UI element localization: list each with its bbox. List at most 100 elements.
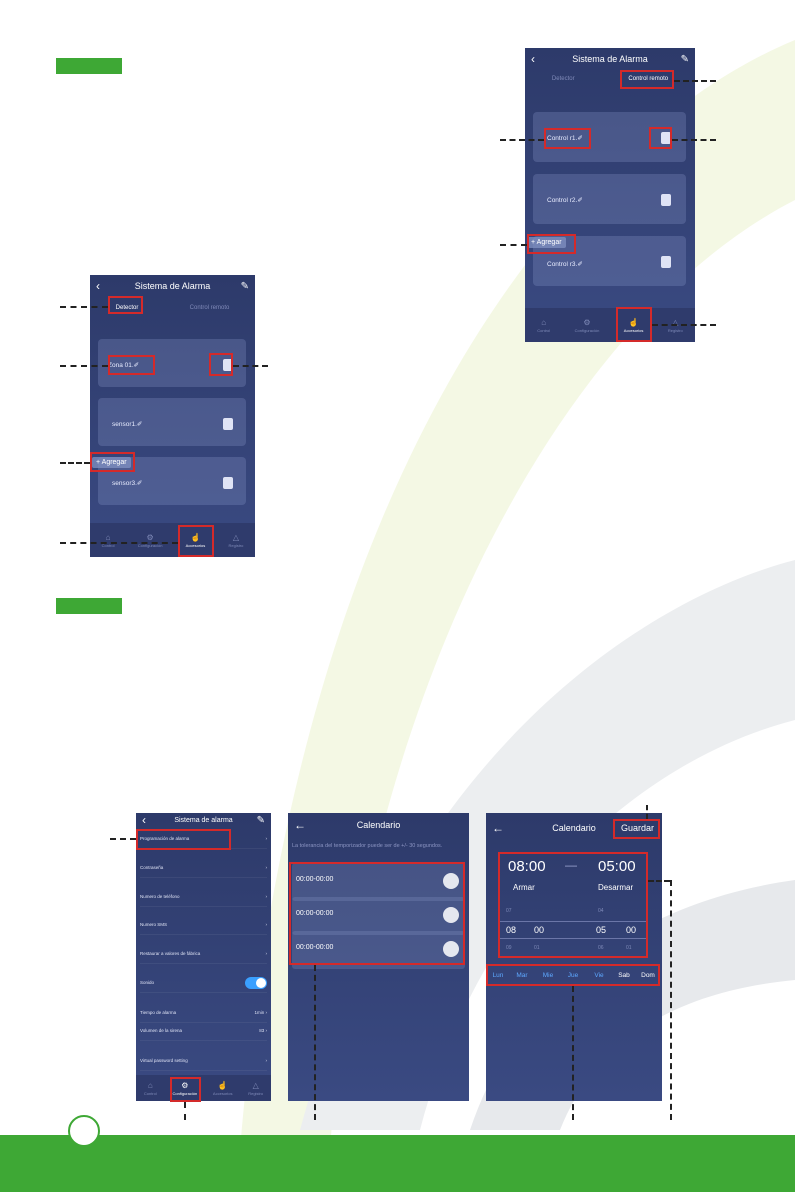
day-toggle[interactable]: Mie	[542, 972, 554, 979]
edit-icon[interactable]: ✎	[256, 814, 265, 826]
back-icon[interactable]: ‹	[96, 279, 100, 293]
nav-accessories[interactable]: ☝Accesorios	[623, 317, 644, 333]
item-label: Control r1.✐	[547, 135, 583, 142]
edit-icon[interactable]: ✎	[680, 53, 689, 65]
wheel-selection[interactable]	[498, 921, 646, 939]
day-toggle[interactable]: Sab	[618, 972, 630, 979]
phone-remote: ‹ Sistema de Alarma ✎ Detector Control r…	[525, 48, 695, 342]
gear-icon: ⚙	[146, 532, 154, 542]
add-button[interactable]: + Agregar	[527, 237, 566, 248]
callout-line	[672, 139, 716, 141]
hand-icon: ☝	[628, 317, 639, 327]
wheel-hour[interactable]: 08	[506, 925, 517, 935]
disarm-time: 05:00	[598, 858, 636, 875]
schedule-row[interactable]: 00:00-00:00	[292, 897, 465, 935]
nav-accessories[interactable]: ☝Accesorios	[212, 1080, 233, 1096]
callout-line	[184, 1102, 186, 1120]
sound-toggle[interactable]	[245, 976, 267, 989]
trash-icon[interactable]	[661, 256, 671, 268]
phone-calendar: ← Calendario La tolerancia del temporiza…	[288, 813, 469, 1101]
bottom-nav: ⌂Control ⚙Configuración ☝Accesorios △Reg…	[136, 1075, 271, 1101]
nav-log[interactable]: △Registro	[248, 1080, 264, 1096]
wheel-minute[interactable]: 00	[534, 925, 545, 935]
schedule-toggle[interactable]	[443, 941, 459, 957]
item-label: Zona 01.✐	[108, 362, 140, 369]
settings-row[interactable]: Restaurar a valores de fábrica›	[140, 944, 267, 964]
settings-row[interactable]: Numero SMS›	[140, 915, 267, 935]
callout-line	[60, 542, 178, 544]
bottom-nav: ⌂Control ⚙Configuración ☝Accesorios △Reg…	[90, 523, 255, 557]
tab-remote[interactable]: Control remoto	[189, 305, 230, 311]
tab-remote[interactable]: Control remoto	[628, 76, 669, 82]
settings-row: Sonido	[140, 973, 267, 993]
tab-detector[interactable]: Detector	[115, 305, 139, 311]
edit-icon[interactable]: ✎	[240, 280, 249, 292]
callout-line	[652, 324, 716, 326]
nav-log[interactable]: △Registro	[228, 532, 244, 548]
highlight-trash	[649, 127, 672, 149]
trash-icon[interactable]	[223, 359, 233, 371]
schedule-toggle[interactable]	[443, 873, 459, 889]
arm-label: Armar	[513, 883, 535, 892]
nav-control[interactable]: ⌂Control	[537, 317, 551, 333]
nav-log[interactable]: △Registro	[667, 317, 683, 333]
wheel-hour[interactable]: 05	[596, 925, 607, 935]
callout-line	[60, 306, 108, 308]
trash-icon[interactable]	[223, 477, 233, 489]
highlight-detector-tab	[108, 296, 143, 314]
day-selector: Lun Mar Mie Jue Vie Sab Dom	[488, 972, 660, 979]
nav-accessories[interactable]: ☝Accesorios	[185, 532, 206, 548]
callout-line	[60, 462, 90, 464]
nav-config[interactable]: ⚙Configuración	[574, 317, 600, 333]
list-item[interactable]: Control r2.✐	[533, 174, 686, 224]
item-label: sensor1.✐	[112, 421, 143, 428]
trash-icon[interactable]	[661, 194, 671, 206]
schedule-toggle[interactable]	[443, 907, 459, 923]
wheel-minute[interactable]: 00	[626, 925, 637, 935]
day-toggle[interactable]: Mar	[516, 972, 528, 979]
nav-control[interactable]: ⌂Control	[143, 1080, 157, 1096]
list-item[interactable]: sensor1.✐	[98, 398, 246, 446]
day-toggle[interactable]: Vie	[594, 972, 604, 979]
callout-line	[648, 880, 670, 882]
nav-control[interactable]: ⌂Control	[101, 532, 115, 548]
tab-detector[interactable]: Detector	[551, 76, 575, 82]
highlight-remote-label	[544, 128, 591, 149]
highlight-days	[486, 964, 660, 986]
settings-row[interactable]: Numero de teléfono›	[140, 887, 267, 907]
back-arrow-icon[interactable]: ←	[492, 821, 504, 835]
schedule-row[interactable]: 00:00-00:00	[292, 863, 465, 901]
screen-title: Calendario	[356, 820, 401, 830]
wheel-value: 04	[598, 908, 604, 914]
callout-line	[314, 965, 316, 1120]
list-item[interactable]: Control r1.✐	[533, 112, 686, 162]
settings-row[interactable]: Contraseña›	[140, 858, 267, 878]
save-button[interactable]: Guardar	[620, 823, 654, 833]
schedule-row[interactable]: 00:00-00:00	[292, 931, 465, 969]
trash-icon[interactable]	[661, 132, 671, 144]
list-item[interactable]: Zona 01.✐	[98, 339, 246, 387]
highlight-schedules	[289, 862, 465, 965]
wheel-value: 01	[626, 945, 632, 951]
footer-bar	[0, 1135, 795, 1192]
nav-config[interactable]: ⚙Configuración	[137, 532, 163, 548]
highlight-nav	[178, 525, 214, 557]
callout-line	[233, 365, 268, 367]
trash-icon[interactable]	[223, 418, 233, 430]
back-icon[interactable]: ‹	[142, 813, 146, 827]
day-toggle[interactable]: Dom	[641, 972, 655, 979]
callout-line	[110, 838, 136, 840]
day-toggle[interactable]: Jue	[567, 972, 579, 979]
wheel-value: 01	[534, 945, 540, 951]
home-icon: ⌂	[147, 1080, 153, 1090]
nav-config[interactable]: ⚙Configuración	[172, 1080, 198, 1096]
phone-settings: ‹ Sistema de alarma ✎ Programación de al…	[136, 813, 271, 1101]
callout-line	[500, 139, 544, 141]
settings-row[interactable]: Virtual password setting›	[140, 1051, 267, 1071]
day-toggle[interactable]: Lun	[492, 972, 504, 979]
add-button[interactable]: + Agregar	[92, 457, 131, 468]
back-arrow-icon[interactable]: ←	[294, 818, 306, 832]
back-icon[interactable]: ‹	[531, 52, 535, 66]
